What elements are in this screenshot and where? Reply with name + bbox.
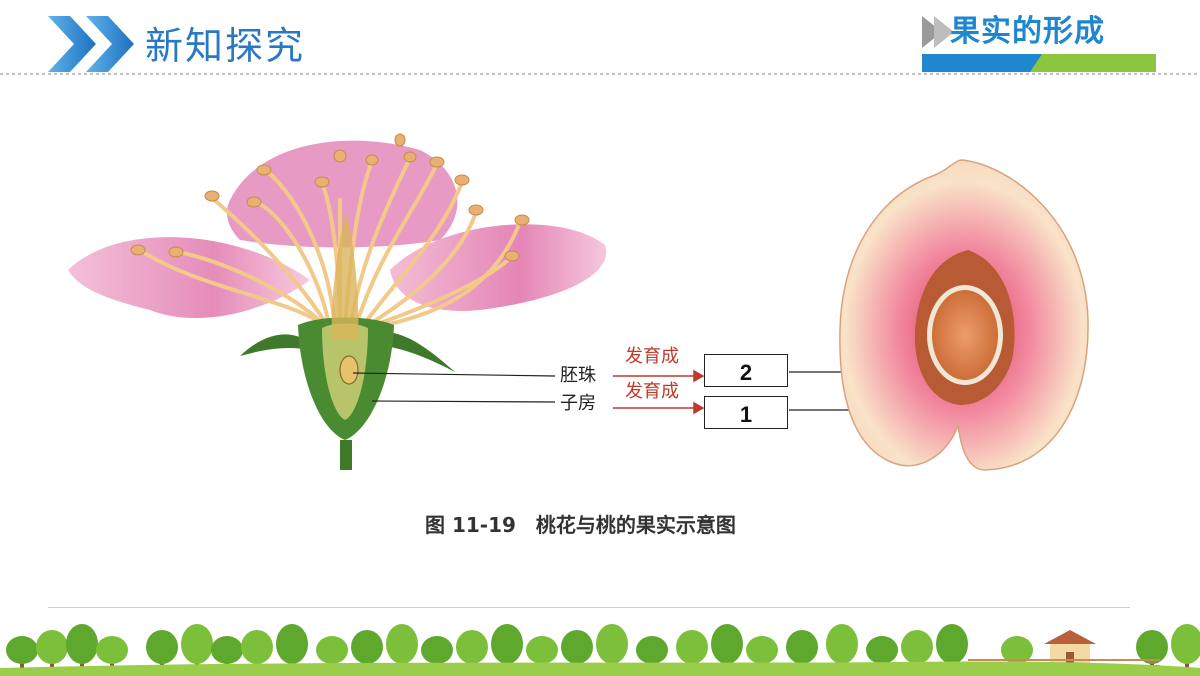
tree bbox=[746, 636, 778, 668]
tree bbox=[561, 630, 593, 668]
develop-arrows bbox=[613, 369, 705, 415]
develops-into-label-1: 发育成 bbox=[625, 346, 679, 367]
tree bbox=[866, 636, 898, 668]
tree bbox=[421, 636, 453, 668]
header-divider bbox=[0, 73, 1200, 75]
tree bbox=[676, 630, 708, 668]
answer-box-fruit[interactable]: 1 bbox=[704, 396, 788, 429]
tree bbox=[1171, 624, 1200, 668]
footer-divider bbox=[48, 607, 1130, 608]
tree bbox=[826, 624, 858, 668]
tree bbox=[711, 624, 743, 668]
tree bbox=[146, 630, 178, 668]
tree bbox=[96, 636, 128, 668]
footer-scenery bbox=[0, 624, 1200, 676]
tree-icon bbox=[6, 624, 1200, 668]
tree bbox=[636, 636, 668, 668]
tree bbox=[36, 630, 68, 668]
peach-fruit bbox=[839, 159, 1089, 471]
tree bbox=[241, 630, 273, 668]
ovule bbox=[339, 355, 359, 385]
tree bbox=[456, 630, 488, 668]
tree bbox=[276, 624, 308, 668]
stamens bbox=[138, 156, 522, 332]
tree bbox=[1136, 630, 1168, 668]
tree bbox=[786, 630, 818, 668]
tree bbox=[901, 630, 933, 668]
tree bbox=[66, 624, 98, 668]
tree bbox=[936, 624, 968, 668]
tree bbox=[351, 630, 383, 668]
tree bbox=[181, 624, 213, 668]
double-chevron-icon bbox=[48, 16, 134, 72]
topic-title: 果实的形成 bbox=[950, 14, 1105, 49]
develops-into-label-2: 发育成 bbox=[625, 381, 679, 402]
tree bbox=[526, 636, 558, 668]
topic-banner bbox=[922, 16, 1156, 72]
page-title: 新知探究 bbox=[145, 24, 306, 68]
tree bbox=[6, 636, 38, 668]
figure-caption: 图 11-19 桃花与桃的果实示意图 bbox=[425, 513, 736, 537]
receptacle bbox=[240, 212, 455, 470]
petals bbox=[68, 140, 607, 319]
tree bbox=[596, 624, 628, 668]
triangle-arrow-icon bbox=[922, 16, 942, 48]
seed bbox=[932, 290, 998, 380]
answer-box-seed[interactable]: 2 bbox=[704, 354, 788, 387]
tree bbox=[316, 636, 348, 668]
house-icon bbox=[1044, 630, 1096, 664]
ovary-label: 子房 bbox=[560, 393, 596, 414]
tree bbox=[491, 624, 523, 668]
tree bbox=[211, 636, 243, 668]
peach-flower-fruit-figure bbox=[68, 133, 1089, 471]
tree bbox=[386, 624, 418, 668]
ovule-label: 胚珠 bbox=[560, 365, 596, 386]
anthers bbox=[130, 133, 530, 262]
